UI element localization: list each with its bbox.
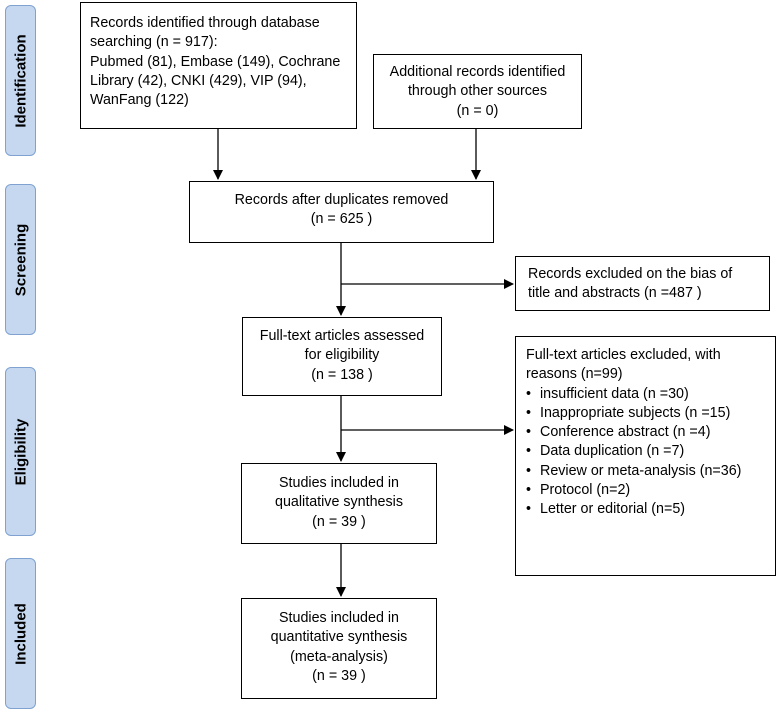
exclusion-reason: insufficient data (n =30) [526, 385, 775, 404]
exclusion-reason: Review or meta-analysis (n=36) [526, 462, 775, 481]
exclusion-reason: Data duplication (n =7) [526, 442, 775, 461]
exclusion-reason: Inappropriate subjects (n =15) [526, 404, 775, 423]
exclusion-reasons-list: insufficient data (n =30) Inappropriate … [526, 385, 775, 520]
box-line: Pubmed (81), Embase (149), Cochrane [90, 53, 341, 70]
box-line: (n = 138 ) [311, 366, 373, 383]
duplicates-removed-box: Records after duplicates removed (n = 62… [189, 181, 494, 243]
exclusion-reason: Protocol (n=2) [526, 481, 775, 500]
box-line: Library (42), CNKI (429), VIP (94), [90, 72, 307, 89]
box-line: for eligibility [304, 347, 380, 364]
box-line: (n = 39 ) [312, 667, 366, 684]
stage-screening: Screening [5, 184, 36, 335]
fulltext-excluded-box: Full-text articles excluded, with reason… [515, 336, 776, 576]
stage-included: Included [5, 558, 36, 709]
box-line: title and abstracts (n =487 ) [528, 285, 702, 302]
box-line: through other sources [407, 83, 548, 100]
box-line: Records identified through database [90, 15, 320, 31]
box-line: Records after duplicates removed [234, 192, 449, 208]
database-records-box: Records identified through database sear… [80, 2, 357, 129]
box-line: quantitative synthesis [270, 629, 408, 646]
box-line: Records excluded on the bias of [528, 266, 733, 282]
box-line: (n = 0) [456, 102, 499, 119]
exclusion-reason: Letter or editorial (n=5) [526, 500, 775, 519]
other-sources-box: Additional records identified through ot… [373, 54, 582, 129]
stage-eligibility: Eligibility [5, 367, 36, 536]
fulltext-assessed-box: Full-text articles assessed for eligibil… [242, 317, 442, 396]
box-line: Full-text articles excluded, with [526, 347, 721, 363]
box-line: (n = 625 ) [310, 211, 373, 228]
exclusion-reason: Conference abstract (n =4) [526, 423, 775, 442]
box-line: searching (n = 917): [90, 34, 218, 51]
box-line: Studies included in [278, 475, 400, 491]
stage-identification: Identification [5, 5, 36, 156]
box-line: qualitative synthesis [275, 494, 403, 511]
box-line: Additional records identified [389, 64, 566, 80]
excluded-title-box: Records excluded on the bias of title an… [515, 256, 770, 311]
box-line: (n = 39 ) [312, 513, 366, 530]
box-line: reasons (n=99) [526, 366, 623, 383]
box-line: WanFang (122) [90, 92, 189, 109]
box-line: (meta-analysis) [290, 648, 388, 665]
quantitative-synthesis-box: Studies included in quantitative synthes… [241, 598, 437, 699]
qualitative-synthesis-box: Studies included in qualitative synthesi… [241, 463, 437, 544]
box-line: Full-text articles assessed [259, 328, 425, 344]
box-line: Studies included in [278, 610, 400, 626]
